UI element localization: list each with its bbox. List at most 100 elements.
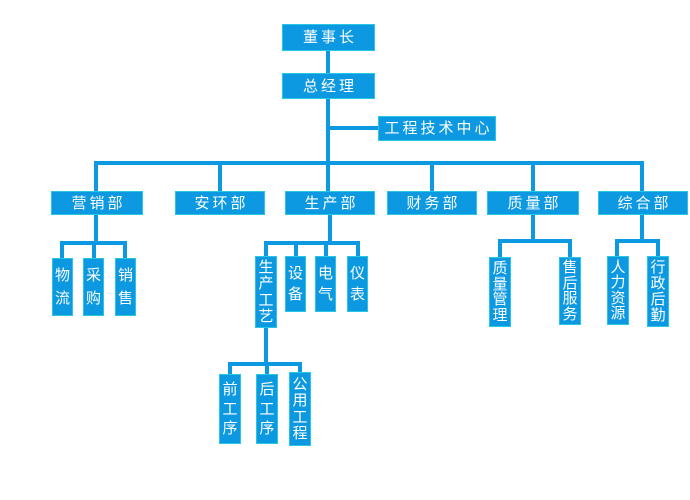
connector-line	[92, 241, 96, 258]
connector-line	[298, 362, 302, 372]
node-finance-dept: 财务部	[387, 191, 477, 215]
node-label-char: 艺	[258, 307, 274, 325]
connector-line	[326, 98, 330, 192]
node-label: 工程技术中心	[384, 120, 493, 137]
node-label-char: 工	[259, 400, 275, 418]
node-label-char: 务	[562, 305, 578, 323]
node-production-dept: 生产部	[285, 191, 375, 215]
node-label-char: 备	[287, 286, 303, 304]
node-label-char: 质	[492, 259, 508, 277]
connector-line	[94, 161, 98, 192]
node-label-char: 销	[117, 267, 133, 285]
connector-line	[356, 241, 360, 256]
node-label-char: 量	[492, 275, 508, 293]
connector-line	[60, 241, 64, 258]
node-label-char: 源	[610, 305, 626, 323]
node-back-process: 后工序	[256, 374, 278, 444]
node-label-char: 表	[349, 286, 365, 304]
connector-line	[264, 241, 360, 245]
node-label-char: 工	[292, 408, 308, 426]
node-equipment: 设备	[285, 256, 306, 312]
node-label-char: 人	[610, 258, 626, 276]
node-quality-management: 质量管理	[489, 257, 511, 327]
node-label-char: 售	[117, 289, 133, 307]
connector-line	[498, 239, 502, 257]
connector-line	[123, 241, 127, 258]
connector-line	[264, 327, 268, 366]
node-chairman: 董事长	[282, 24, 375, 51]
node-label-char: 电	[317, 264, 333, 282]
node-label-char: 用	[292, 392, 308, 410]
connector-line	[430, 161, 434, 192]
node-label-char: 政	[650, 275, 666, 292]
node-label: 安环部	[194, 194, 249, 212]
node-label-char: 产	[258, 275, 274, 293]
connector-line	[328, 126, 378, 130]
node-production-process: 生产工艺	[255, 256, 277, 328]
connector-line	[218, 161, 222, 192]
node-label: 董事长	[302, 29, 357, 46]
node-label-char: 购	[85, 289, 101, 307]
node-admin-logistics: 行政后勤	[647, 256, 669, 327]
node-label-char: 行	[650, 259, 666, 276]
connector-line	[640, 161, 644, 192]
node-after-sales-service: 售后服务	[559, 257, 581, 325]
node-label-char: 后	[259, 380, 275, 398]
node-label-char: 理	[492, 307, 508, 325]
connector-line	[568, 239, 572, 257]
connector-line	[640, 214, 644, 243]
node-label-char: 工	[222, 400, 238, 418]
node-label: 营销部	[71, 194, 126, 212]
node-label-char: 前	[222, 380, 238, 398]
node-purchasing: 采购	[83, 258, 104, 316]
node-label: 质量部	[507, 194, 562, 212]
node-label-char: 勤	[650, 307, 666, 324]
connector-line	[656, 239, 660, 256]
connector-line	[94, 161, 644, 165]
node-label-char: 力	[610, 274, 626, 292]
connector-line	[531, 214, 535, 243]
connector-line	[94, 214, 98, 245]
node-label-char: 服	[562, 290, 578, 308]
connector-line	[531, 161, 535, 192]
node-label-char: 序	[222, 420, 238, 438]
node-electrical: 电气	[315, 256, 336, 312]
node-general-manager: 总经理	[282, 73, 375, 99]
node-logistics: 物流	[52, 258, 73, 316]
node-label-char: 后	[562, 274, 578, 292]
node-label: 总经理	[302, 77, 357, 95]
connector-line	[328, 214, 332, 245]
node-utility-engineering: 公用工程	[289, 372, 311, 446]
connector-line	[264, 241, 268, 256]
node-label: 生产部	[304, 194, 359, 212]
node-general-affairs-dept: 综合部	[598, 191, 688, 215]
node-label-char: 仪	[349, 264, 365, 282]
connector-line	[498, 239, 572, 243]
node-label: 财务部	[406, 194, 461, 212]
connector-line	[265, 362, 269, 374]
node-label-char: 气	[317, 286, 333, 304]
node-engineering-technology-center: 工程技术中心	[378, 116, 496, 141]
node-label-char: 采	[85, 267, 101, 285]
node-label-char: 公	[292, 375, 308, 393]
node-sales: 销售	[115, 258, 136, 316]
connector-line	[228, 362, 232, 374]
node-quality-dept: 质量部	[487, 191, 579, 215]
connector-line	[326, 50, 330, 74]
node-front-process: 前工序	[219, 374, 241, 444]
connector-line	[324, 241, 328, 256]
node-safety-environment-dept: 安环部	[175, 191, 265, 215]
node-label-char: 物	[54, 267, 70, 285]
connector-line	[615, 239, 619, 256]
node-label-char: 序	[259, 420, 275, 438]
connector-line	[615, 239, 660, 243]
node-human-resources: 人力资源	[607, 256, 629, 325]
node-label-char: 资	[610, 289, 626, 307]
node-label-char: 程	[292, 425, 308, 443]
node-label-char: 工	[258, 291, 274, 309]
connector-line	[294, 241, 298, 256]
node-instrumentation: 仪表	[347, 256, 368, 312]
node-marketing-dept: 营销部	[51, 191, 143, 215]
node-label-char: 后	[650, 291, 666, 308]
